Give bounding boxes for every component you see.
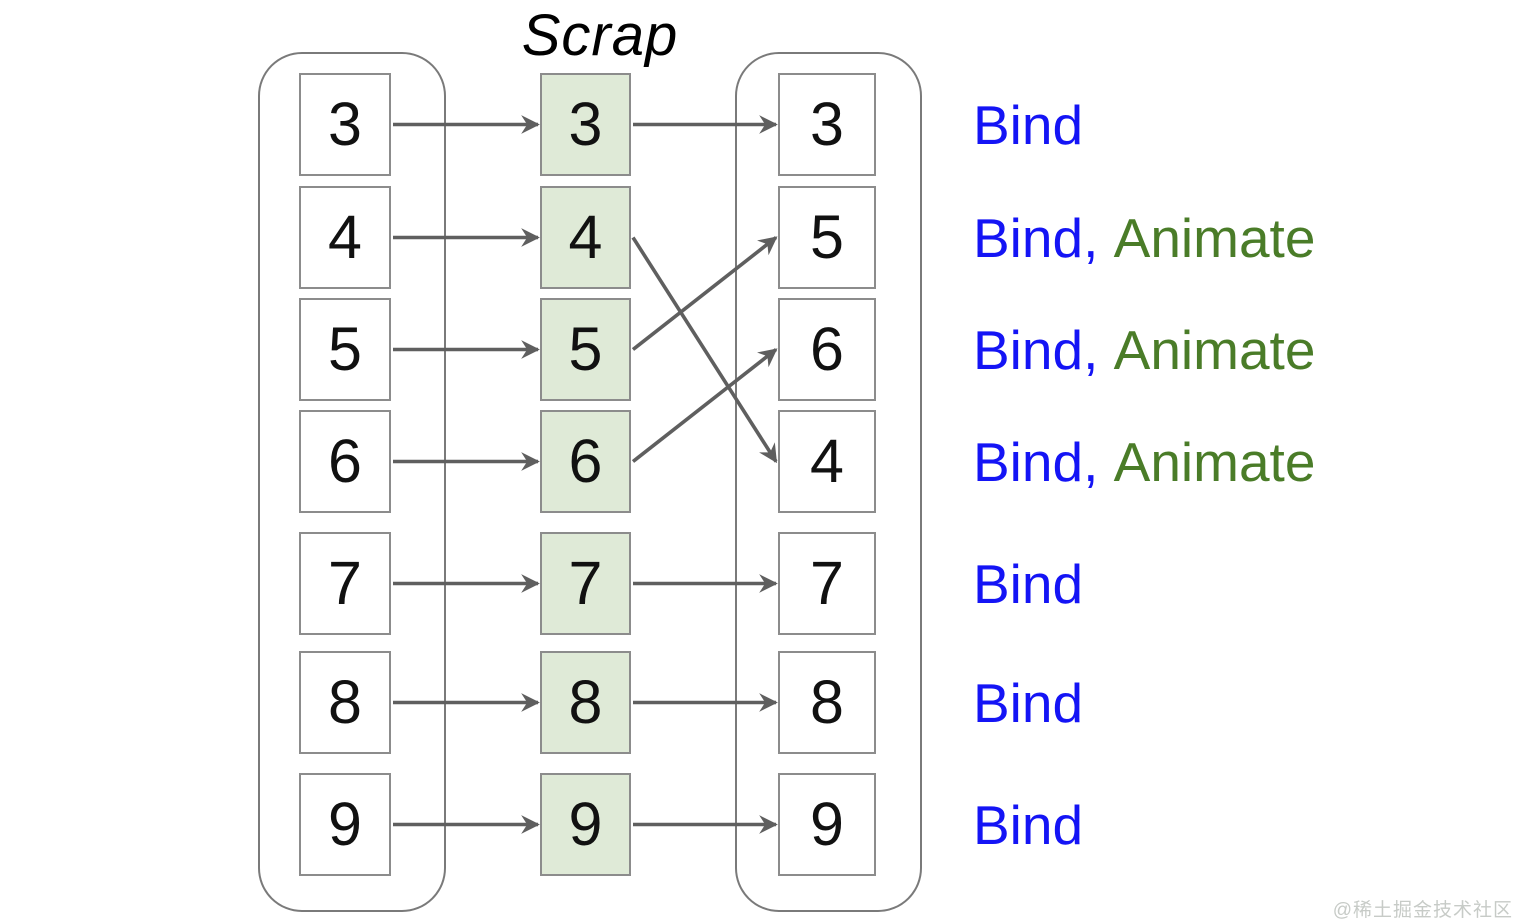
right-item-box: 4 — [778, 410, 876, 513]
left-item-box: 3 — [299, 73, 391, 176]
left-item-box: 9 — [299, 773, 391, 876]
scrap-title: Scrap — [521, 2, 679, 68]
annotation-row: Bind — [973, 651, 1083, 754]
scrap-item-box: 7 — [540, 532, 631, 635]
scrap-item-box: 5 — [540, 298, 631, 401]
right-item-box: 8 — [778, 651, 876, 754]
scrap-item-box: 3 — [540, 73, 631, 176]
annotation-segment: Bind, — [973, 318, 1114, 381]
annotation-segment: Bind — [973, 671, 1084, 734]
annotation-segment: Animate — [1113, 318, 1316, 381]
scrap-item-box: 9 — [540, 773, 631, 876]
annotation-row: Bind — [973, 532, 1083, 635]
annotation-row: Bind, Animate — [973, 186, 1315, 289]
right-item-box: 7 — [778, 532, 876, 635]
left-item-box: 5 — [299, 298, 391, 401]
right-item-box: 9 — [778, 773, 876, 876]
left-list-container — [258, 52, 446, 912]
annotation-segment: Animate — [1113, 206, 1316, 269]
annotation-segment: Animate — [1113, 430, 1316, 493]
scrap-item-box: 4 — [540, 186, 631, 289]
right-list-container — [735, 52, 922, 912]
annotation-row: Bind — [973, 773, 1083, 876]
annotation-row: Bind, Animate — [973, 298, 1315, 401]
annotation-segment: Bind, — [973, 206, 1114, 269]
left-item-box: 8 — [299, 651, 391, 754]
annotation-segment: Bind — [973, 793, 1084, 856]
left-item-box: 7 — [299, 532, 391, 635]
right-item-box: 6 — [778, 298, 876, 401]
annotation-segment: Bind, — [973, 430, 1114, 493]
annotation-row: Bind, Animate — [973, 410, 1315, 513]
annotation-segment: Bind — [973, 552, 1084, 615]
scrap-item-box: 8 — [540, 651, 631, 754]
annotation-segment: Bind — [973, 93, 1084, 156]
left-item-box: 6 — [299, 410, 391, 513]
left-item-box: 4 — [299, 186, 391, 289]
right-item-box: 3 — [778, 73, 876, 176]
right-item-box: 5 — [778, 186, 876, 289]
scrap-item-box: 6 — [540, 410, 631, 513]
watermark: @稀土掘金技术社区 — [1332, 900, 1513, 921]
annotation-row: Bind — [973, 73, 1083, 176]
